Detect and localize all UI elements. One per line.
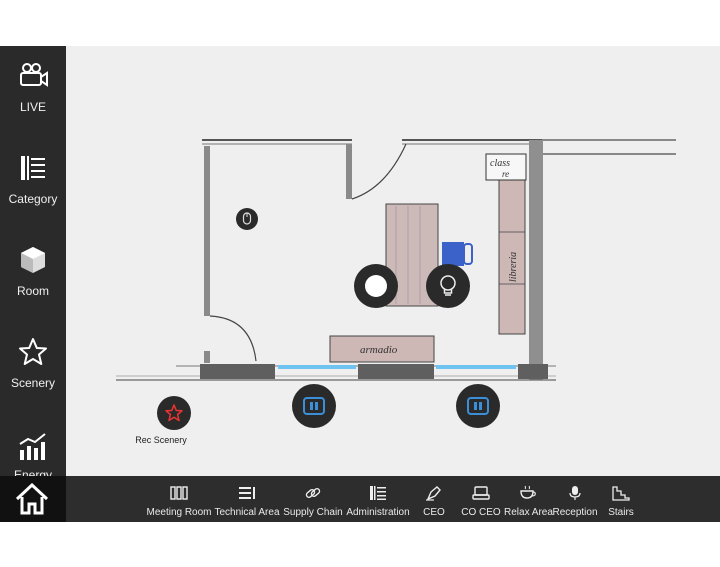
chain-link-icon <box>305 488 321 498</box>
sidebar-item-label: Room <box>16 284 49 298</box>
shutter-control-1[interactable] <box>292 384 336 428</box>
tab-supply-chain[interactable]: Supply Chain <box>282 476 344 522</box>
rec-scenery-button[interactable] <box>157 396 191 430</box>
coffee-cup-icon <box>520 485 536 499</box>
home-icon <box>15 483 49 515</box>
category-list-icon <box>21 156 45 180</box>
tab-label: Reception <box>552 507 598 518</box>
tab-co-ceo[interactable]: CO CEO <box>460 476 502 522</box>
pause-icon <box>467 397 489 415</box>
microphone-icon <box>569 486 581 500</box>
energy-chart-icon <box>19 433 46 460</box>
tab-label: Stairs <box>608 507 634 518</box>
sidebar: LIVE Category Room S <box>0 46 66 476</box>
meeting-room-icon <box>170 486 188 500</box>
star-icon <box>19 338 47 365</box>
shutter-control-2[interactable] <box>456 384 500 428</box>
sidebar-item-room[interactable]: Room <box>0 244 66 324</box>
sidebar-item-label: LIVE <box>19 100 46 114</box>
light-bulb-icon <box>440 275 456 296</box>
light-toggle-round[interactable] <box>354 264 398 308</box>
sidebar-item-category[interactable]: Category <box>0 152 66 232</box>
star-record-icon <box>165 404 183 422</box>
sidebar-item-energy[interactable]: Energy <box>0 430 66 476</box>
cube-icon <box>21 247 45 273</box>
tab-relax-area[interactable]: Relax Area <box>504 476 553 522</box>
bottom-nav: Meeting Room Technical Area Supply Chain <box>0 476 720 522</box>
tab-meeting-room[interactable]: Meeting Room <box>146 476 212 522</box>
tab-label: Supply Chain <box>283 507 343 518</box>
tab-label: CEO <box>423 507 445 518</box>
tab-label: Meeting Room <box>146 507 212 518</box>
stairs-icon <box>612 486 630 501</box>
classe-label-line1: class <box>490 158 510 169</box>
technical-area-icon <box>239 487 255 499</box>
home-button[interactable] <box>0 476 66 522</box>
sidebar-item-label: Category <box>8 192 58 206</box>
mouse-icon <box>242 212 252 225</box>
pen-icon <box>426 486 441 501</box>
tab-technical-area[interactable]: Technical Area <box>214 476 280 522</box>
pause-icon <box>303 397 325 415</box>
video-camera-icon <box>20 63 48 87</box>
light-bulb-control[interactable] <box>426 264 470 308</box>
libreria-label: libreria <box>508 252 519 282</box>
tab-stairs[interactable]: Stairs <box>604 476 638 522</box>
tab-ceo[interactable]: CEO <box>418 476 450 522</box>
sidebar-item-live[interactable]: LIVE <box>0 60 66 140</box>
tab-label: Administration <box>346 507 410 518</box>
administration-icon <box>370 486 386 500</box>
classe-label-line2: re <box>502 169 509 179</box>
floor-plan: armadio libreria class re <box>66 46 720 476</box>
rec-scenery-label: Rec Scenery <box>135 435 187 445</box>
armadio-label: armadio <box>360 344 398 356</box>
app-window: LIVE Category Room S <box>0 46 720 522</box>
mouse-control[interactable] <box>236 208 258 230</box>
tab-label: CO CEO <box>461 507 501 518</box>
tab-administration[interactable]: Administration <box>346 476 410 522</box>
tab-reception[interactable]: Reception <box>552 476 598 522</box>
sidebar-item-label: Energy <box>13 468 53 476</box>
sidebar-item-scenery[interactable]: Scenery <box>0 336 66 416</box>
tab-label: Technical Area <box>214 507 280 518</box>
light-on-icon <box>365 275 387 297</box>
co-ceo-icon <box>472 486 490 500</box>
tab-label: Relax Area <box>504 507 553 518</box>
sidebar-item-label: Scenery <box>10 376 56 390</box>
